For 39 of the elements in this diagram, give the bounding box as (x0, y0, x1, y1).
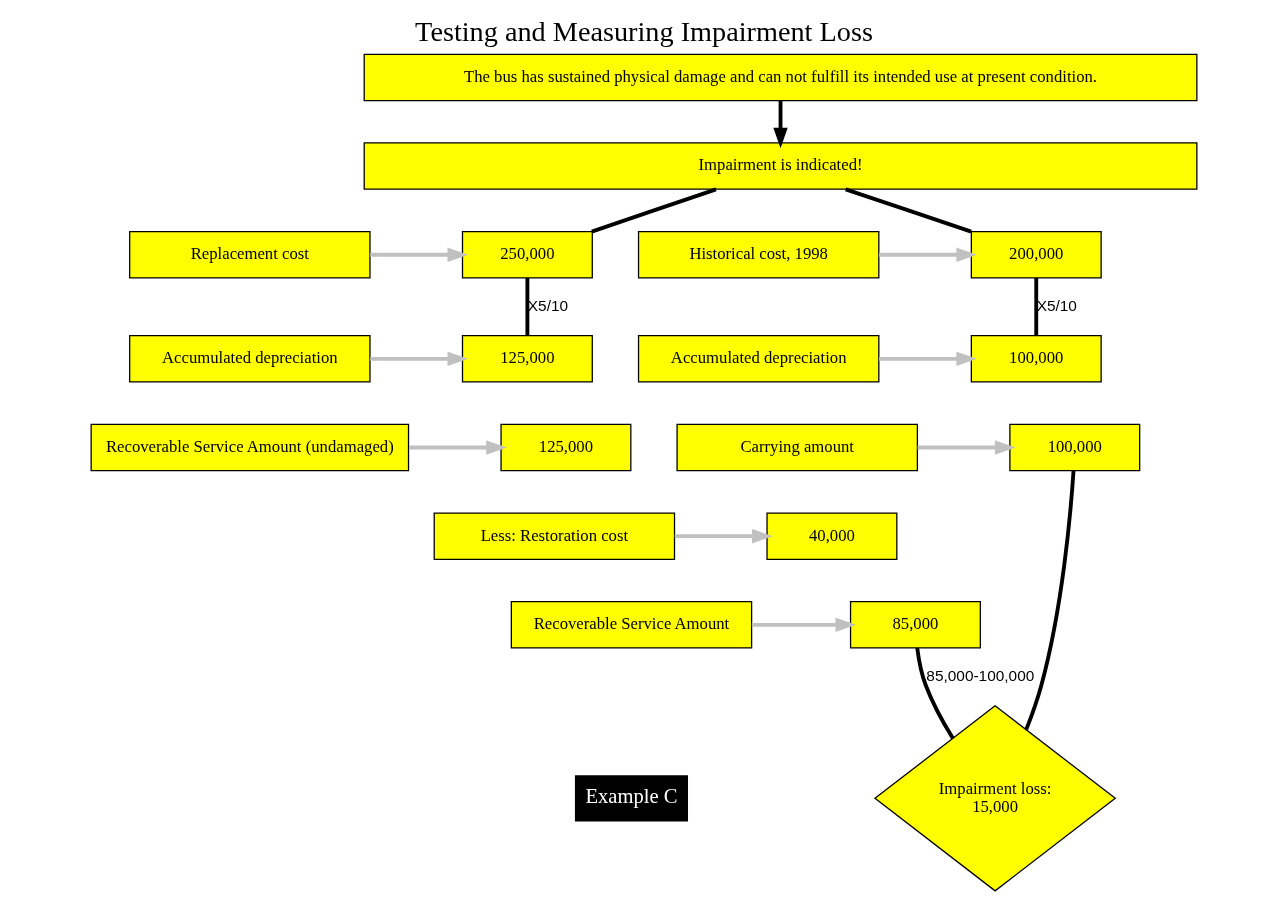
edge-label: X5/10 (1036, 296, 1077, 314)
label: Example C (585, 785, 678, 808)
connector (591, 187, 717, 234)
node-box: Impairment is indicated! (363, 142, 1198, 190)
arrow (370, 351, 469, 367)
arrow (879, 351, 977, 367)
node-box: 40,000 (766, 512, 898, 560)
node-box: 100,000 (1009, 423, 1141, 472)
node-box: Replacement cost (129, 231, 371, 279)
node-box: Recoverable Service Amount (510, 601, 753, 649)
arrow (409, 440, 507, 455)
connector (1034, 278, 1039, 336)
node-box: Accumulated depreciation (637, 335, 880, 383)
arrow (751, 617, 857, 633)
edge-label: X5/10 (527, 296, 569, 314)
arrow (879, 247, 977, 262)
connector (845, 187, 972, 234)
node-box: Recoverable Service Amount (undamaged) (90, 423, 410, 472)
node-box: Carrying amount (676, 423, 918, 472)
arrow (917, 440, 1016, 455)
node-box: 125,000 (500, 423, 632, 472)
connector (1024, 470, 1076, 731)
connector (525, 278, 530, 336)
node-box: Accumulated depreciation (129, 335, 371, 383)
node-diamond: Impairment loss: 15,000 (873, 704, 1117, 892)
diagram-title: Testing and Measuring Impairment Loss (415, 15, 873, 47)
node-box: Historical cost, 1998 (637, 231, 880, 279)
node-box: 125,000 (461, 335, 593, 383)
node-box: The bus has sustained physical damage and can not fulfill its intended use at present condition. (363, 53, 1198, 102)
node-box: 100,000 (970, 335, 1102, 383)
arrow (773, 100, 788, 149)
arrow (674, 528, 773, 544)
connector (915, 647, 955, 740)
node-box: 250,000 (461, 231, 593, 279)
edge-label: 85,000-100,000 (926, 666, 1035, 684)
node-box: 85,000 (849, 601, 981, 649)
node-box: 200,000 (970, 231, 1102, 279)
node-box: Less: Restoration cost (433, 512, 676, 560)
arrow (370, 247, 469, 262)
